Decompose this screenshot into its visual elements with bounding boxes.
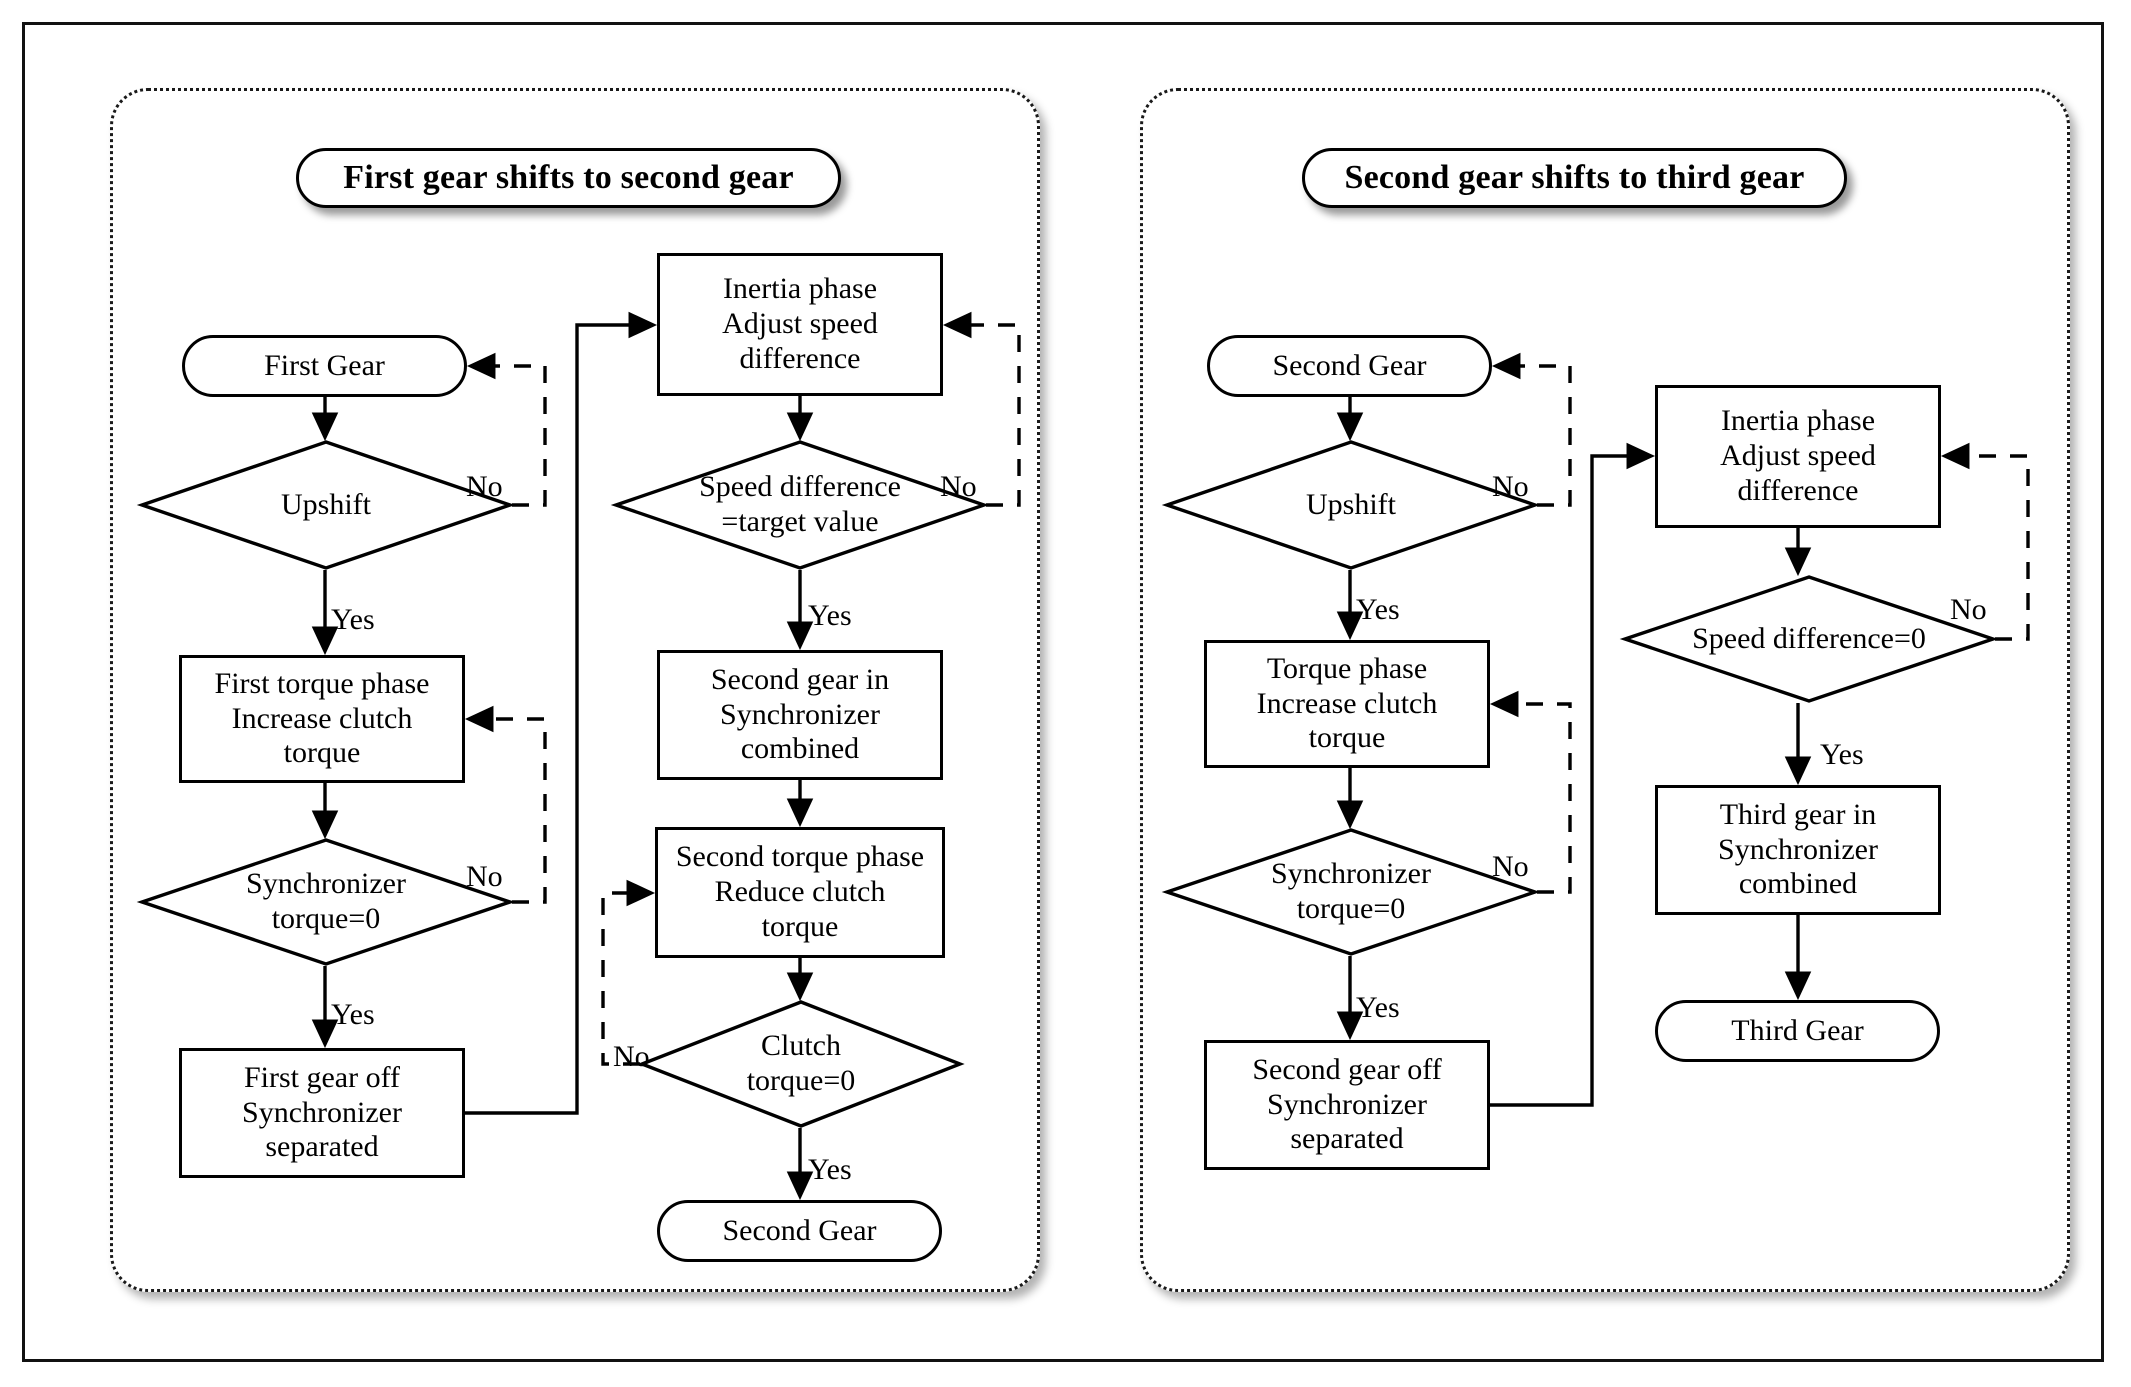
node-speed-diff-zero-decision: Speed difference=0 [1619,575,1999,703]
edge-label-speed-yes-left: Yes [808,599,852,632]
edge-label-upshift-yes-left: Yes [331,603,375,636]
edge-label-clutch-yes-left: Yes [808,1153,852,1186]
node-first-gear: First Gear [182,335,467,397]
panel-left-title: First gear shifts to second gear [296,148,841,208]
edge-label-upshift-yes-right: Yes [1356,593,1400,626]
node-second-gear-end: Second Gear [657,1200,942,1262]
edge-label-clutch-no-left: No [613,1040,650,1073]
node-third-gear-end: Third Gear [1655,1000,1940,1062]
node-second-torque-phase-label: Second torque phase Reduce clutch torque [675,840,925,943]
node-first-gear-off-label: First gear off Synchronizer separated [242,1060,402,1164]
node-second-gear-start: Second Gear [1207,335,1492,397]
edge-label-speed-no-left: No [940,470,977,503]
edge-label-sync-no-right: No [1492,850,1529,883]
node-clutch-torque-zero-decision: Clutch torque=0 [637,1000,965,1128]
node-sync-torque-zero-decision-right: Synchronizer torque=0 [1161,828,1541,956]
node-second-torque-phase: Second torque phase Reduce clutch torque [655,827,945,958]
node-third-gear-in-label: Third gear in Synchronizer combined [1718,797,1878,901]
node-speed-diff-target-decision: Speed difference =target value [610,440,990,570]
node-second-gear-in-label: Second gear in Synchronizer combined [710,662,890,766]
node-upshift-decision-right: Upshift [1161,440,1541,570]
edge-label-sync-no-left: No [466,860,503,893]
node-third-gear-in: Third gear in Synchronizer combined [1655,785,1941,915]
node-sync-torque-zero-decision-left: Synchronizer torque=0 [136,838,516,966]
node-first-gear-off: First gear off Synchronizer separated [179,1048,465,1178]
node-inertia-phase-left: Inertia phase Adjust speed difference [657,253,943,396]
edge-label-speed-yes-right: Yes [1820,738,1864,771]
node-inertia-phase-right-label: Inertia phase Adjust speed difference [1720,404,1876,507]
node-first-torque-phase: First torque phase Increase clutch torqu… [179,655,465,783]
edge-label-speed-no-right: No [1950,593,1987,626]
node-second-gear-off-label: Second gear off Synchronizer separated [1252,1052,1442,1156]
panel-right-title: Second gear shifts to third gear [1302,148,1847,208]
edge-label-upshift-no-left: No [466,470,503,503]
edge-label-sync-yes-right: Yes [1356,991,1400,1024]
node-second-gear-in: Second gear in Synchronizer combined [657,650,943,780]
node-second-gear-off: Second gear off Synchronizer separated [1204,1040,1490,1170]
node-first-torque-phase-label: First torque phase Increase clutch torqu… [214,666,430,770]
node-torque-phase-right: Torque phase Increase clutch torque [1204,640,1490,768]
edge-label-upshift-no-right: No [1492,470,1529,503]
node-inertia-phase-right: Inertia phase Adjust speed difference [1655,385,1941,528]
edge-label-sync-yes-left: Yes [331,998,375,1031]
node-torque-phase-right-label: Torque phase Increase clutch torque [1256,651,1438,755]
node-upshift-decision: Upshift [136,440,516,570]
node-inertia-phase-left-label: Inertia phase Adjust speed difference [722,272,878,375]
